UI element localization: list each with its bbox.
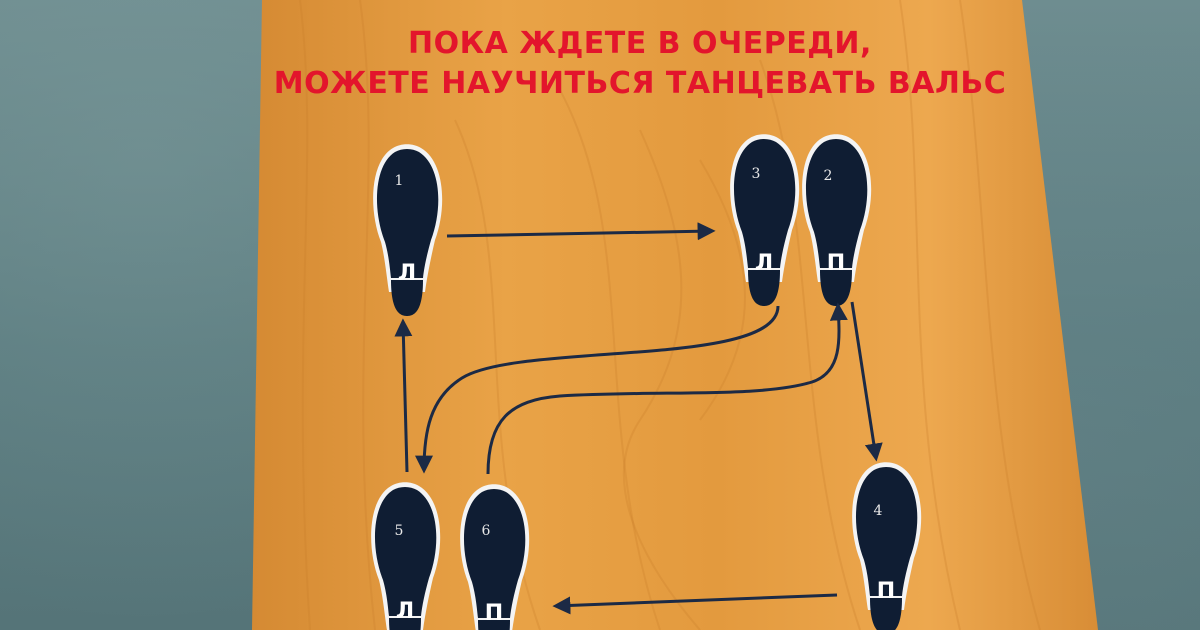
footprint-1 — [373, 144, 443, 316]
arrow-1-to-2 — [446, 222, 716, 241]
heel-letter-4: П — [876, 579, 896, 604]
step-number-3: 3 — [751, 166, 761, 182]
headline-line-1: ПОКА ЖДЕТЕ В ОЧЕРЕДИ, — [408, 26, 872, 61]
arrow-6-to-2 — [486, 302, 848, 475]
footprint-2 — [802, 134, 872, 306]
footprint-6 — [460, 484, 530, 630]
step-number-6: 6 — [481, 523, 491, 539]
footprint-3 — [730, 134, 800, 306]
headline-line-2: МОЖЕТЕ НАУЧИТЬСЯ ТАНЦЕВАТЬ ВАЛЬС — [273, 66, 1007, 101]
footprint-4 — [852, 462, 922, 630]
step-number-4: 4 — [873, 503, 883, 519]
step-number-5: 5 — [394, 523, 404, 539]
heel-letter-2: П — [826, 251, 846, 276]
footprint-5 — [371, 482, 441, 630]
arrow-5-to-1 — [394, 318, 413, 473]
arrow-4-to-6 — [552, 593, 838, 615]
arrow-3-to-5 — [415, 305, 780, 474]
heel-letter-6: П — [484, 601, 504, 626]
heel-letter-1: Л — [397, 261, 417, 286]
heel-letter-3: Л — [754, 251, 774, 276]
arrow-2-to-4 — [850, 301, 883, 462]
heel-letter-5: Л — [395, 599, 415, 624]
step-number-1: 1 — [394, 173, 404, 189]
step-number-2: 2 — [823, 168, 833, 184]
